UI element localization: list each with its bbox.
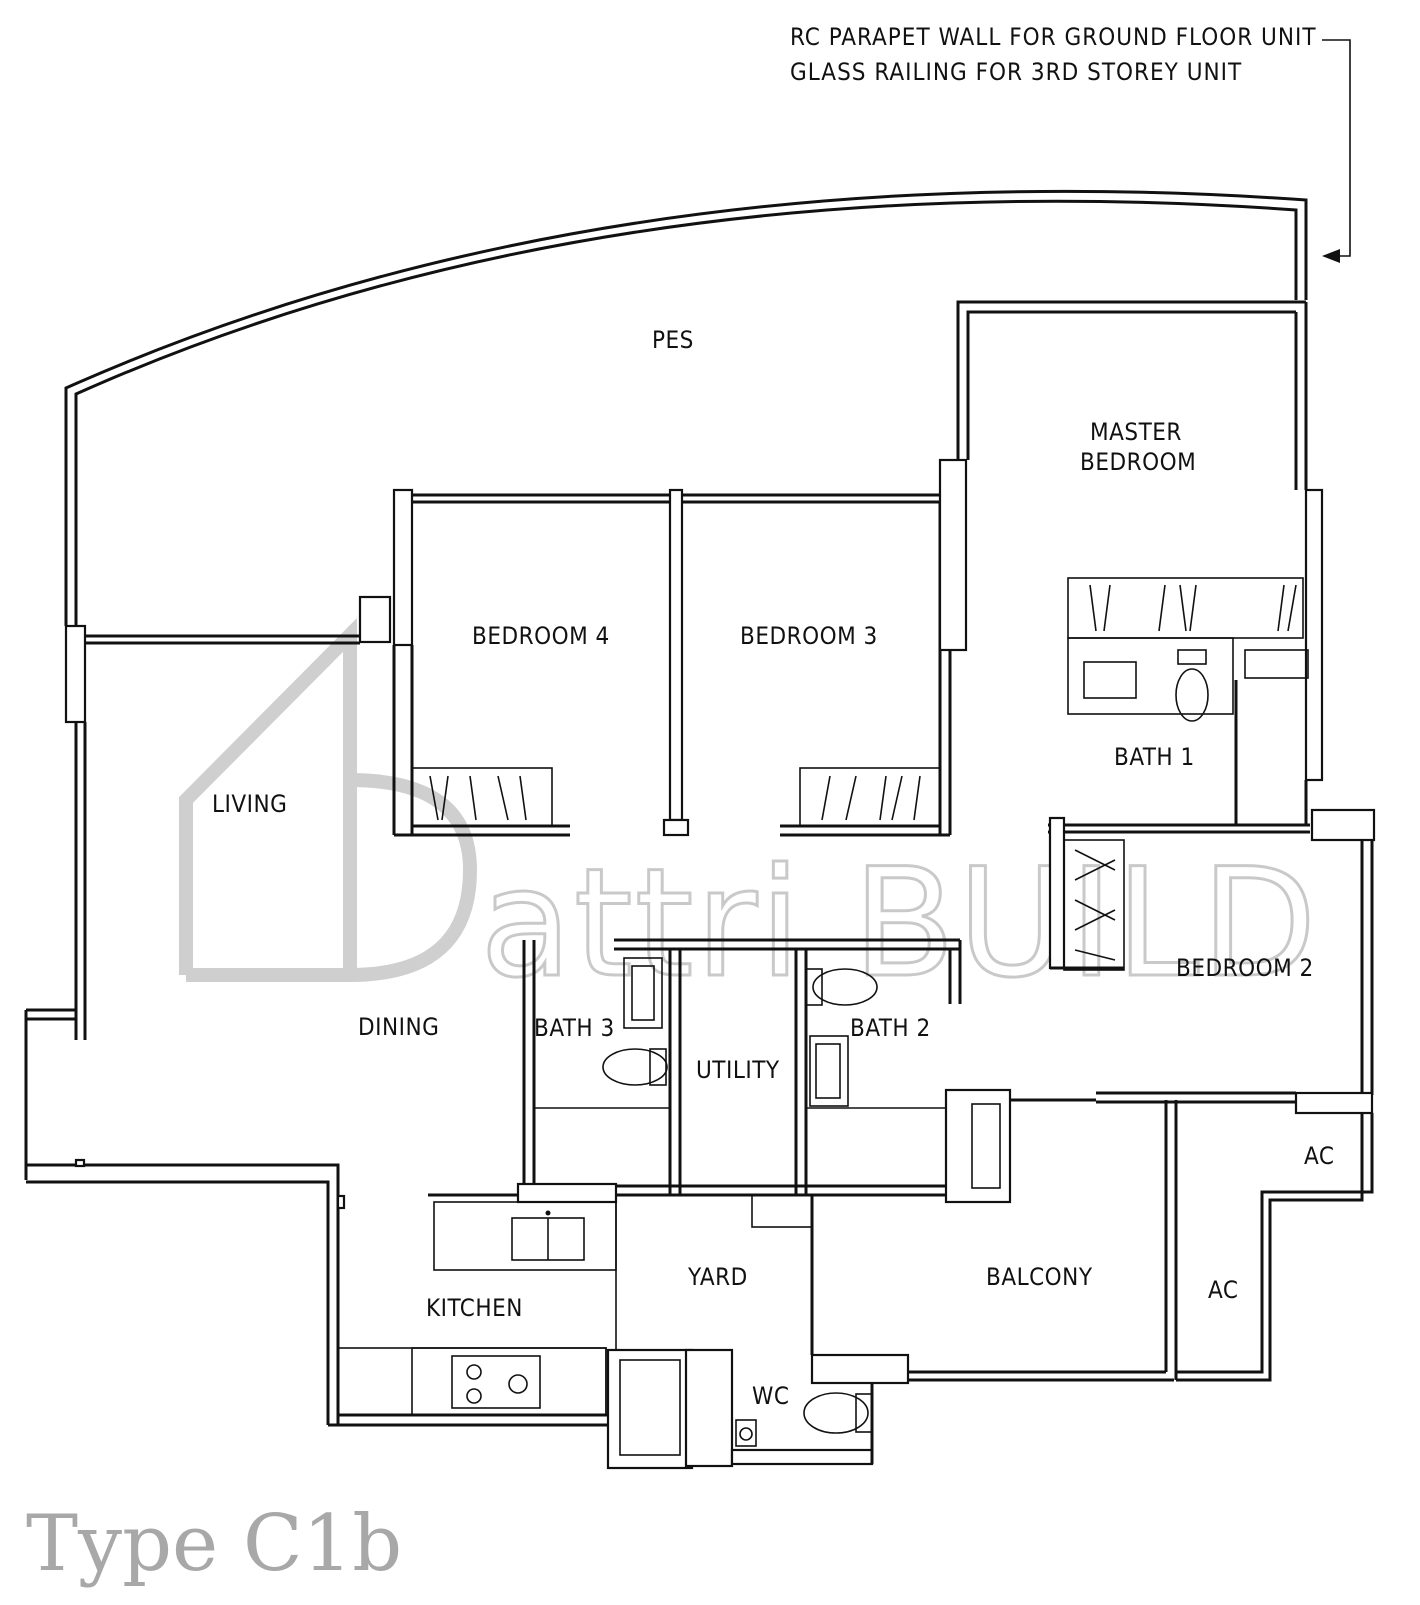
label-bath-3: BATH 3 (534, 1014, 615, 1042)
watermark: attri BUILD (179, 618, 1319, 1013)
label-ac-upper: AC (1304, 1142, 1334, 1170)
label-pes: PES (652, 326, 694, 354)
label-bath-2: BATH 2 (850, 1014, 931, 1042)
label-balcony: BALCONY (986, 1263, 1093, 1291)
annotation-line-1: RC PARAPET WALL FOR GROUND FLOOR UNIT (790, 23, 1317, 51)
label-bedroom-3: BEDROOM 3 (740, 622, 878, 650)
label-wc: WC (752, 1382, 789, 1410)
label-bedroom-2: BEDROOM 2 (1176, 954, 1314, 982)
label-utility: UTILITY (696, 1056, 780, 1084)
master-bedroom-walls (956, 300, 1376, 842)
label-ac-lower: AC (1208, 1276, 1238, 1304)
unit-type-title: Type C1b (26, 1499, 402, 1589)
label-master-bedroom-1: MASTER (1090, 418, 1182, 446)
bedroom-walls (392, 458, 968, 837)
label-master-bedroom-2: BEDROOM (1080, 448, 1196, 476)
bedroom2-walls (1048, 816, 1374, 1115)
label-kitchen: KITCHEN (426, 1294, 523, 1322)
wall-markers (74, 1158, 346, 1210)
label-living: LIVING (212, 790, 287, 818)
label-dining: DINING (358, 1013, 439, 1041)
label-yard: YARD (687, 1263, 748, 1291)
annotation-leader (1322, 39, 1351, 263)
annotation-line-2: GLASS RAILING FOR 3RD STOREY UNIT (790, 58, 1242, 86)
label-bedroom-4: BEDROOM 4 (472, 622, 610, 650)
label-bath-1: BATH 1 (1114, 743, 1195, 771)
watermark-text: attri BUILD (480, 837, 1319, 1011)
pes-boundary (64, 189, 1308, 626)
service-walls (337, 1100, 1374, 1470)
core-walls (522, 938, 1096, 1204)
